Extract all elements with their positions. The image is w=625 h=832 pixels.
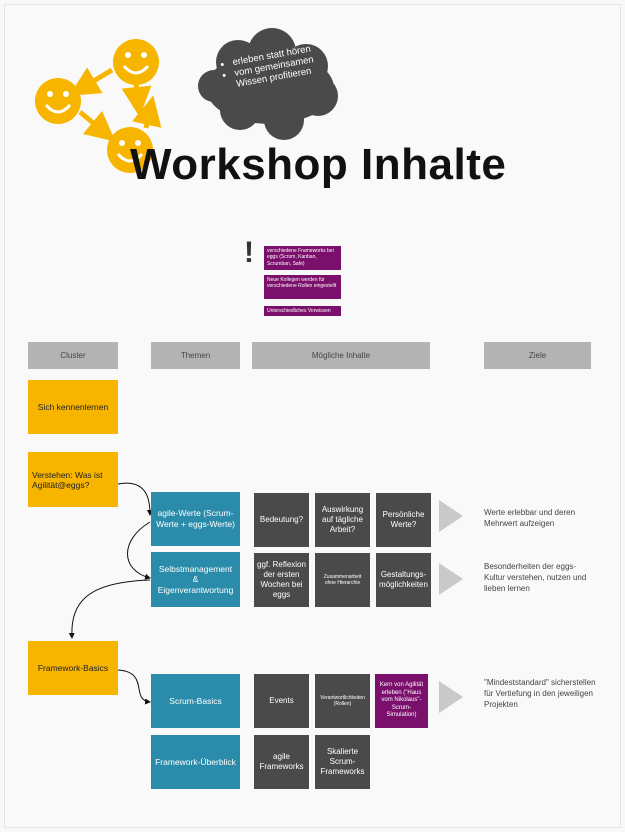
header-cluster: Cluster <box>28 342 118 369</box>
connector-curve <box>68 579 151 639</box>
cluster-verstehen: Verstehen: Was ist Agilität@eggs? <box>28 452 118 507</box>
arrow-right-icon <box>439 500 463 532</box>
note-new-colleagues: Neue Kollegen werden für verschiedene Ro… <box>264 275 341 299</box>
exclamation-icon: ! <box>244 236 254 269</box>
header-themen: Themen <box>151 342 240 369</box>
arrow-connector <box>132 95 162 129</box>
header-inhalte: Mögliche Inhalte <box>252 342 430 369</box>
content-agile-frameworks: agile Frameworks <box>254 735 309 789</box>
goal-mindeststandard: "Mindeststandard" sicherstellen für Vert… <box>484 678 596 709</box>
header-ziele: Ziele <box>484 342 591 369</box>
theme-selbstmanagement: Selbstmanagement & Eigenverantwortung <box>151 552 240 607</box>
content-bedeutung: Bedeutung? <box>254 493 309 547</box>
cluster-kennenlernen: Sich kennenlernen <box>28 380 118 434</box>
content-events: Events <box>254 674 309 728</box>
arrow-right-icon <box>439 563 463 595</box>
goal-kultur: Besonderheiten der eggs-Kultur verstehen… <box>484 562 587 593</box>
note-prior-knowledge: Unterschiedliches Vorwissen <box>264 306 341 316</box>
theme-framework-ueberblick: Framework-Überblick <box>151 735 240 789</box>
smiley-face-icon <box>107 127 153 173</box>
note-frameworks: verschiedene Frameworks bei eggs (Scrum,… <box>264 246 341 270</box>
connector-curve <box>117 669 151 705</box>
connector-curve <box>117 482 153 516</box>
arrow-connector <box>78 110 116 142</box>
smiley-illustration <box>35 28 338 173</box>
arrow-right-icon <box>439 681 463 713</box>
cluster-framework-basics: Framework-Basics <box>28 641 118 695</box>
content-auswirkung: Auswirkung auf tägliche Arbeit? <box>315 493 370 547</box>
content-kern-agilitaet: Kern von Agilität erleben ("Haus vom Nik… <box>375 674 428 728</box>
theme-agile-werte: agile-Werte (Scrum-Werte + eggs-Werte) <box>151 492 240 546</box>
content-skalierte-frameworks: Skalierte Scrum-Frameworks <box>315 735 370 789</box>
content-reflexion: ggf. Reflexion der ersten Wochen bei egg… <box>254 553 309 607</box>
page-title: Workshop Inhalte <box>130 140 507 189</box>
smiley-face-icon <box>35 78 81 124</box>
connector-curve <box>127 521 151 580</box>
content-zusammenarbeit: Zusammenarbeit ohne Hierarchie <box>315 553 370 607</box>
theme-scrum-basics: Scrum-Basics <box>151 674 240 728</box>
thought-cloud-icon <box>198 28 338 140</box>
arrow-connector <box>69 67 114 96</box>
content-gestaltung: Gestaltungs-möglichkeiten <box>376 553 431 607</box>
content-verantwortlichkeiten: Verantwortlichkeiten (Rollen) <box>315 674 370 728</box>
smiley-face-icon <box>113 39 159 85</box>
content-persoenliche-werte: Persönliche Werte? <box>376 493 431 547</box>
goal-werte: Werte erlebbar und deren Mehrwert aufzei… <box>484 508 576 528</box>
